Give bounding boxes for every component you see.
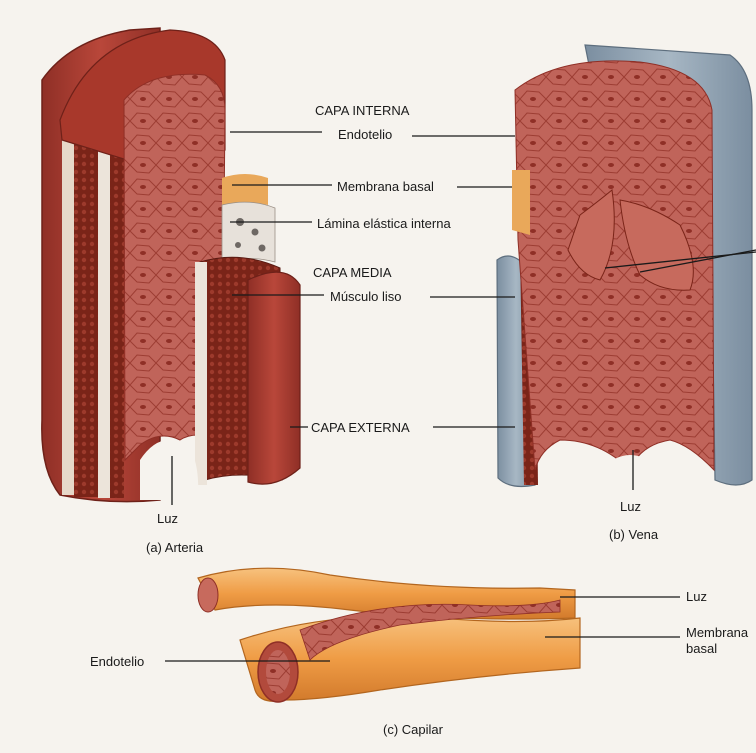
artery-smooth-muscle-label: Músculo liso [330, 290, 402, 303]
capillary-basal-membrane-label-line2: basal [686, 642, 717, 655]
artery-middle-layer-heading: CAPA MEDIA [313, 266, 392, 279]
capillary-lumen-label: Luz [686, 590, 707, 603]
capillary-upper-end [198, 578, 218, 612]
capillary-basal-membrane-label-line1: Membrana [686, 626, 748, 639]
artery-basal-membrane [222, 174, 268, 205]
artery-outer-right [248, 272, 300, 484]
capillary-caption: (c) Capilar [383, 723, 443, 736]
artery-elastic-strip [62, 140, 74, 495]
vein-lumen-label: Luz [620, 500, 641, 513]
artery-elastic-strip [98, 130, 110, 498]
artery-endothelium-label: Endotelio [338, 128, 392, 141]
artery-internal-elastic [222, 202, 275, 262]
artery-elastic-strip [195, 262, 207, 485]
artery-muscle-band [110, 128, 124, 498]
artery-illustration [42, 28, 300, 502]
capillary-illustration [198, 568, 580, 702]
artery-outer-layer-heading: CAPA EXTERNA [311, 421, 410, 434]
vein-caption: (b) Vena [609, 528, 658, 541]
vein-illustration [497, 45, 752, 490]
vein-basal-membrane [512, 170, 530, 235]
artery-internal-elastic-lamina-label: Lámina elástica interna [317, 217, 451, 230]
artery-muscle-band [74, 140, 98, 497]
capillary-endothelium-label: Endotelio [90, 655, 144, 668]
artery-lumen-label: Luz [157, 512, 178, 525]
artery-caption: (a) Arteria [146, 541, 203, 554]
vein-lumen-opening [600, 455, 660, 490]
artery-basal-membrane-label: Membrana basal [337, 180, 434, 193]
artery-inner-layer-heading: CAPA INTERNA [315, 104, 409, 117]
